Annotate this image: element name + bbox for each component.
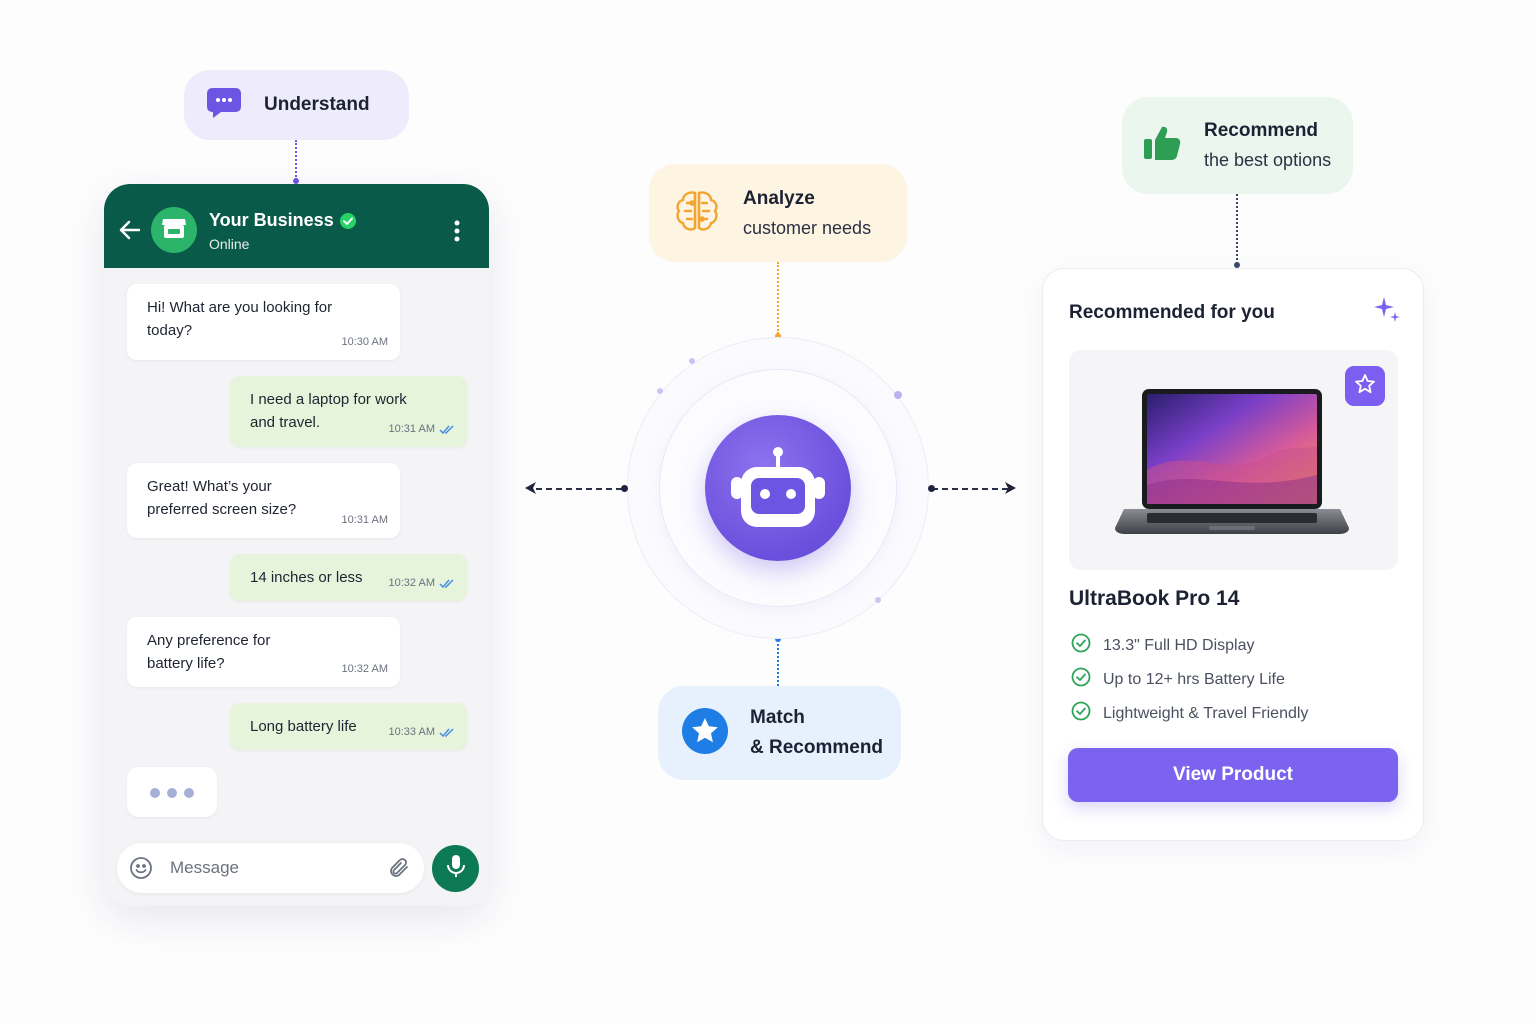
step-analyze-title: Analyze (743, 187, 815, 209)
flow-line-left (536, 488, 622, 490)
connector-understand (295, 140, 297, 180)
online-status: Online (209, 236, 250, 252)
orbit-dot (689, 358, 695, 364)
microphone-icon (446, 854, 466, 883)
message-incoming: Hi! What are you looking for today? 10:3… (127, 284, 400, 360)
orbit-dot (875, 597, 881, 603)
message-time: 10:32 AM (388, 577, 435, 589)
message-incoming: Great! What’s your preferred screen size… (127, 463, 400, 538)
message-outgoing: I need a laptop for work and travel. 10:… (230, 376, 467, 447)
avatar[interactable] (151, 207, 197, 253)
arrow-right-icon (1005, 482, 1016, 494)
step-analyze-subtitle: customer needs (743, 217, 872, 238)
feature-text: Lightweight & Travel Friendly (1103, 704, 1309, 722)
more-options-icon[interactable] (454, 220, 460, 247)
chat-header: Your Business Online (104, 184, 489, 268)
star-badge-icon (682, 707, 728, 759)
message-text: Hi! What are you looking for today? (147, 299, 333, 339)
message-placeholder: Message (170, 858, 239, 877)
feature-item: 13.3" Full HD Display (1071, 633, 1255, 658)
double-check-icon (439, 727, 454, 737)
double-check-icon (439, 424, 454, 434)
check-circle-icon (1071, 701, 1091, 726)
feature-text: 13.3" Full HD Display (1103, 636, 1255, 654)
message-time: 10:31 AM (341, 514, 388, 526)
step-analyze: Analyze customer needs (649, 164, 907, 262)
message-outgoing: 14 inches or less 10:32 AM (230, 554, 467, 601)
product-image[interactable] (1069, 350, 1398, 570)
connector-dot (293, 178, 299, 184)
orbit-dot (657, 388, 663, 394)
product-name: UltraBook Pro 14 (1069, 587, 1240, 610)
connector-analyze (777, 262, 779, 334)
message-text: Long battery life (250, 718, 357, 735)
connector-dot (1234, 262, 1240, 268)
verified-badge-icon (339, 212, 357, 235)
connector-dot (775, 333, 781, 339)
message-text: I need a laptop for work and travel. (250, 391, 407, 431)
message-text: 14 inches or less (250, 569, 363, 586)
thumbs-up-icon (1142, 123, 1182, 168)
message-outgoing: Long battery life 10:33 AM (230, 703, 467, 750)
step-match-title: Match (750, 707, 805, 728)
check-circle-icon (1071, 633, 1091, 658)
attachment-icon[interactable] (387, 856, 411, 885)
feature-text: Up to 12+ hrs Battery Life (1103, 670, 1285, 688)
connector-recommend (1236, 194, 1238, 264)
connector-match (777, 640, 779, 686)
store-icon (161, 216, 187, 245)
check-circle-icon (1071, 667, 1091, 692)
card-heading: Recommended for you (1069, 302, 1275, 323)
message-time: 10:30 AM (341, 336, 388, 348)
message-time: 10:31 AM (388, 423, 435, 435)
arrow-left-icon (525, 482, 536, 494)
connector-dot (928, 485, 935, 492)
step-recommend-title: Recommend (1204, 120, 1319, 141)
microphone-button[interactable] (432, 845, 479, 892)
step-understand-title: Understand (264, 94, 370, 115)
connector-dot (775, 636, 781, 642)
message-time: 10:33 AM (388, 726, 435, 738)
view-product-button[interactable]: View Product (1068, 748, 1398, 802)
laptop-image (1115, 389, 1349, 534)
robot-icon (705, 447, 851, 565)
ai-robot-hub (705, 415, 851, 561)
typing-indicator (127, 767, 217, 817)
favorite-button[interactable] (1345, 366, 1385, 406)
double-check-icon (439, 578, 454, 588)
step-recommend: Recommend the best options (1122, 97, 1353, 194)
orbit-dot (894, 391, 902, 399)
message-incoming: Any preference for battery life? 10:32 A… (127, 617, 400, 687)
emoji-icon[interactable] (129, 856, 153, 885)
step-recommend-subtitle: the best options (1204, 150, 1332, 170)
message-input[interactable]: Message (117, 843, 424, 893)
chat-bubble-icon (206, 86, 242, 125)
sparkle-icon (1372, 295, 1402, 330)
step-match: Match & Recommend (658, 686, 901, 780)
message-text: Any preference for battery life? (147, 632, 271, 672)
feature-item: Lightweight & Travel Friendly (1071, 701, 1308, 726)
step-understand: Understand (184, 70, 409, 140)
message-text: Great! What’s your preferred screen size… (147, 478, 297, 518)
back-arrow-icon[interactable] (118, 218, 142, 247)
feature-item: Up to 12+ hrs Battery Life (1071, 667, 1285, 692)
step-match-subtitle: & Recommend (750, 737, 884, 758)
flow-line-right (932, 488, 1008, 490)
message-time: 10:32 AM (341, 663, 388, 675)
connector-dot (621, 485, 628, 492)
brain-icon (673, 187, 721, 240)
business-name: Your Business (209, 210, 334, 230)
star-outline-icon (1354, 373, 1376, 400)
